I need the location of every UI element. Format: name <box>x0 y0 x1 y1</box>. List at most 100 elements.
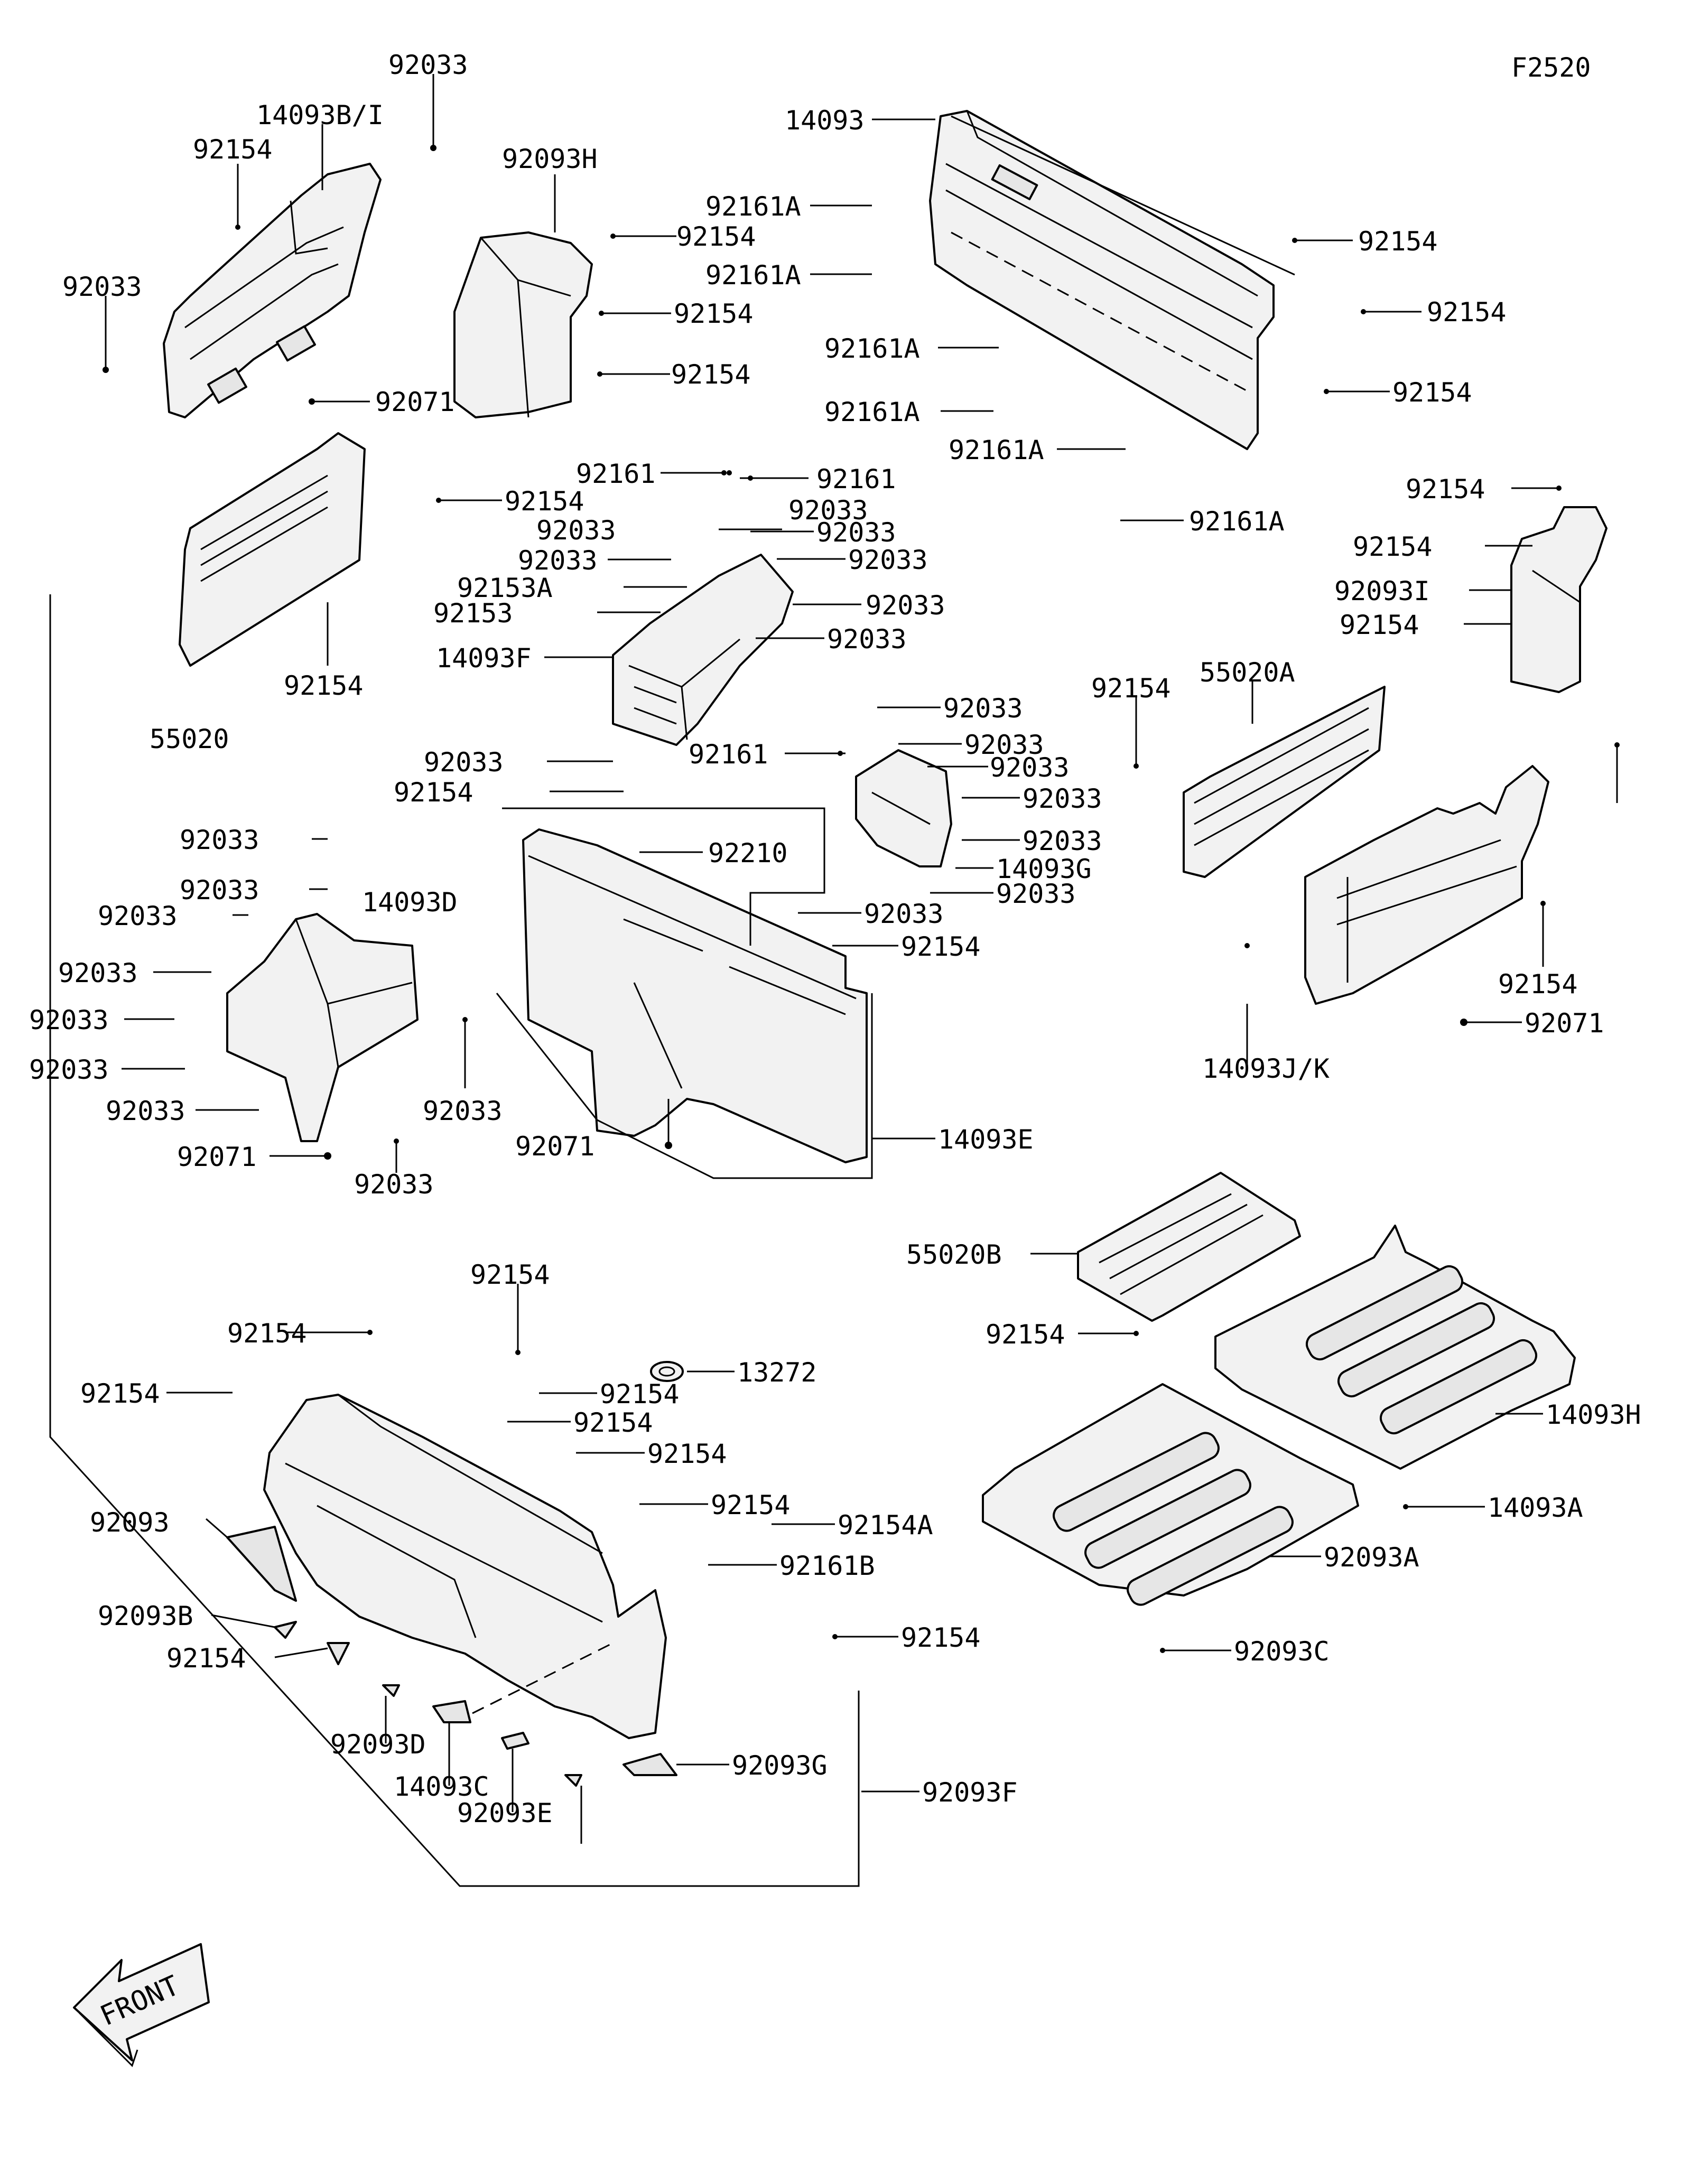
part-label: 92154 <box>1358 226 1438 257</box>
panel-55020a <box>1183 686 1386 878</box>
part-label: 92033 <box>788 495 868 526</box>
part-label: 92071 <box>375 387 455 417</box>
part-label: 14093E <box>938 1124 1034 1155</box>
part-label: 92154 <box>80 1378 160 1409</box>
duct-92093i <box>1510 506 1608 693</box>
part-label: 92154 <box>901 931 981 962</box>
part-label: 92033 <box>996 879 1076 909</box>
part-label: 92154 <box>166 1643 246 1674</box>
part-label: 92154 <box>284 670 364 701</box>
part-label: 92071 <box>177 1142 257 1172</box>
panel-14093 <box>929 110 1275 450</box>
part-label: 92154 <box>647 1439 727 1469</box>
part-label: 92153 <box>433 598 513 629</box>
part-label: 92154 <box>674 298 754 329</box>
part-label: 92033 <box>424 747 504 778</box>
part-label: 92093H <box>502 144 598 174</box>
part-label: 92093F <box>922 1777 1018 1808</box>
part-label: 14093B/I <box>256 100 384 130</box>
part-label: 14093A <box>1488 1492 1583 1523</box>
panel-14093j-k <box>1304 765 1549 1005</box>
panel-55020 <box>179 432 366 667</box>
part-label: 92033 <box>943 693 1023 724</box>
part-label: 92161A <box>705 191 801 222</box>
mat-14093h <box>1214 1225 1576 1470</box>
part-label: 92071 <box>515 1131 595 1162</box>
part-label: 92033 <box>98 901 178 931</box>
part-label: 92154 <box>470 1259 550 1290</box>
part-label: 92153A <box>457 573 553 603</box>
part-label: 92154 <box>1392 377 1472 408</box>
part-label: 92033 <box>29 1005 109 1035</box>
part-label: 92033 <box>990 752 1070 783</box>
leader-lines <box>49 74 1618 1887</box>
part-label: 92033 <box>964 730 1044 760</box>
part-label: 92033 <box>866 590 945 621</box>
part-label: 92033 <box>1023 826 1102 856</box>
part-label: 92093A <box>1324 1542 1419 1573</box>
part-label: 14093H <box>1546 1399 1641 1430</box>
part-label: 92033 <box>388 50 468 80</box>
part-label: 92033 <box>58 958 138 988</box>
front-direction-arrow: FRONT <box>73 1943 210 2067</box>
panel-14093b-i <box>163 163 382 418</box>
part-label: 92033 <box>106 1096 185 1126</box>
part-label: 92093I <box>1334 576 1430 606</box>
part-label: 92033 <box>864 899 944 929</box>
part-label: 14093J/K <box>1202 1053 1330 1084</box>
grommet-13272 <box>650 1361 684 1382</box>
part-label: 92033 <box>423 1096 503 1126</box>
part-label: 92161 <box>816 464 896 494</box>
part-label: 92154 <box>600 1379 680 1410</box>
part-label: 92161A <box>949 435 1044 465</box>
part-label: 92154 <box>394 777 473 808</box>
part-label: 92154 <box>986 1319 1065 1350</box>
part-label: 92154 <box>1406 474 1485 505</box>
part-label: 92033 <box>354 1169 434 1200</box>
part-label: 14093G <box>996 854 1092 884</box>
part-label: 92154 <box>193 134 273 165</box>
part-label: 13272 <box>737 1357 817 1388</box>
part-label: 92161A <box>824 333 920 364</box>
part-label: 92161A <box>824 397 920 427</box>
part-label: 92154 <box>505 486 584 517</box>
part-label: 92154 <box>1340 610 1419 640</box>
mat-14093a <box>982 1383 1359 1606</box>
duct-92093h <box>453 231 593 418</box>
part-label: 92154 <box>901 1622 981 1653</box>
part-label: 14093C <box>394 1771 489 1802</box>
panel-14093c <box>263 1394 667 1739</box>
part-label: 92093C <box>1234 1636 1330 1667</box>
part-label: 92154 <box>1353 531 1433 562</box>
part-label: 92071 <box>1525 1008 1604 1039</box>
part-label: 92210 <box>708 838 788 869</box>
mat-55020b <box>1077 1172 1301 1322</box>
bracket-14093g <box>855 749 952 867</box>
part-label: 92033 <box>848 545 928 575</box>
part-label: 92154 <box>671 359 751 390</box>
part-label: 14093 <box>785 105 865 136</box>
part-label: 92093E <box>457 1798 553 1828</box>
part-label: 92033 <box>827 624 907 655</box>
part-label: 92033 <box>29 1054 109 1085</box>
box-14093f <box>612 554 794 746</box>
part-label: 92033 <box>816 517 896 548</box>
part-label: 92161A <box>1189 506 1285 537</box>
trim-pieces-92093 <box>226 1526 677 1787</box>
part-label: 92033 <box>180 875 259 906</box>
part-label: 92161 <box>576 459 656 489</box>
part-label: 55020A <box>1200 657 1295 688</box>
part-labels: F2520 92033 14093B/I 92154 92033 92071 9… <box>29 50 1641 1828</box>
part-label: 92154A <box>838 1510 933 1541</box>
leader-dots <box>103 145 1620 1653</box>
diagram-code: F2520 <box>1511 52 1591 83</box>
part-label: 92033 <box>518 545 598 576</box>
part-label: 92093D <box>330 1729 426 1760</box>
part-label: 92154 <box>1091 673 1171 704</box>
part-label: 55020B <box>906 1239 1002 1270</box>
part-label: 92154 <box>1427 297 1507 328</box>
part-label: 92154 <box>573 1407 653 1438</box>
part-label: 92093G <box>732 1750 828 1781</box>
panel-14093e <box>522 828 868 1163</box>
